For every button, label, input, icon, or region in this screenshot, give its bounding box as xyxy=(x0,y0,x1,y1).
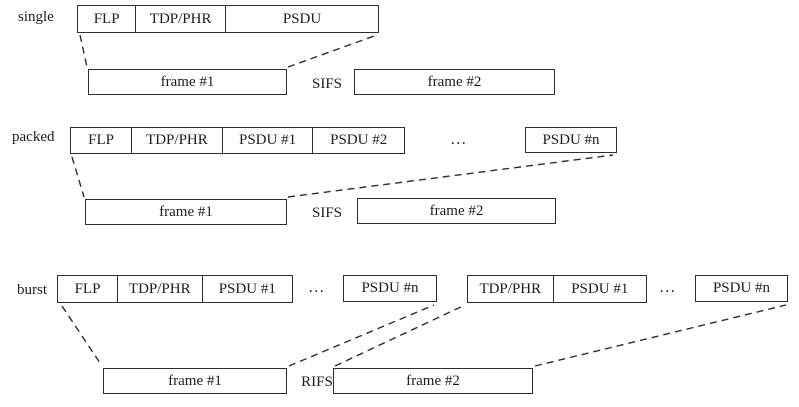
segment-tdp-phr: TDP/PHR xyxy=(132,128,223,153)
phy-bar-single: FLP TDP/PHR PSDU xyxy=(77,5,379,33)
row-label-burst: burst xyxy=(17,282,47,298)
phy-bar-packed: FLP TDP/PHR PSDU #1 PSDU #2 xyxy=(70,127,405,154)
frame2-box-packed: frame #2 xyxy=(357,198,556,224)
segment-psdu: PSDU xyxy=(282,10,322,27)
row-label-single: single xyxy=(18,9,54,25)
segment-flp: FLP xyxy=(78,6,137,32)
dashed-connector-burst-frame2-left xyxy=(334,304,466,367)
psdu-n-box-packed: PSDU #n xyxy=(525,127,617,153)
ellipsis-burst-1: ... xyxy=(308,279,326,296)
dashed-connector-burst-frame2-right xyxy=(534,304,787,367)
dashed-connector-burst-frame1-left xyxy=(61,305,103,367)
segment-flp: FLP xyxy=(71,128,133,153)
dashed-connector-packed-left xyxy=(71,156,85,198)
segment-psdu-1: PSDU #1 xyxy=(218,280,276,297)
rifs-label-burst: RIFS xyxy=(301,374,333,390)
row-label-packed: packed xyxy=(12,129,55,145)
segment-tdp-phr: TDP/PHR xyxy=(118,276,203,302)
frame1-box-packed: frame #1 xyxy=(85,199,287,225)
frame1-box-burst: frame #1 xyxy=(103,368,287,394)
phy-bar-burst-2: TDP/PHR PSDU #1 xyxy=(467,275,647,303)
dashed-connector-single-right xyxy=(287,34,378,68)
frame2-box-burst: frame #2 xyxy=(333,368,533,394)
psdu-n-box-burst-1: PSDU #n xyxy=(343,275,437,302)
segment-flp: FLP xyxy=(58,276,118,302)
segment-tdp-phr: TDP/PHR xyxy=(468,276,554,302)
dashed-connector-burst-frame1-right xyxy=(288,304,435,367)
dashed-connector-single-left xyxy=(79,34,88,68)
phy-bar-burst-1: FLP TDP/PHR PSDU #1 xyxy=(57,275,293,303)
frame2-box-single: frame #2 xyxy=(354,69,555,95)
sifs-label-single: SIFS xyxy=(311,76,343,92)
segment-tdp-phr: TDP/PHR xyxy=(136,6,227,32)
segment-psdu-1: PSDU #1 xyxy=(571,280,629,297)
psdu-n-box-burst-2: PSDU #n xyxy=(695,275,788,302)
segment-psdu-1: PSDU #1 xyxy=(223,128,314,153)
segment-psdu-2: PSDU #2 xyxy=(330,132,388,148)
dashed-connector-packed-right xyxy=(287,154,614,198)
sifs-label-packed: SIFS xyxy=(311,205,343,221)
ellipsis-burst-2: ... xyxy=(659,279,677,296)
frame1-box-single: frame #1 xyxy=(88,69,287,95)
ellipsis-packed: ... xyxy=(450,131,468,148)
